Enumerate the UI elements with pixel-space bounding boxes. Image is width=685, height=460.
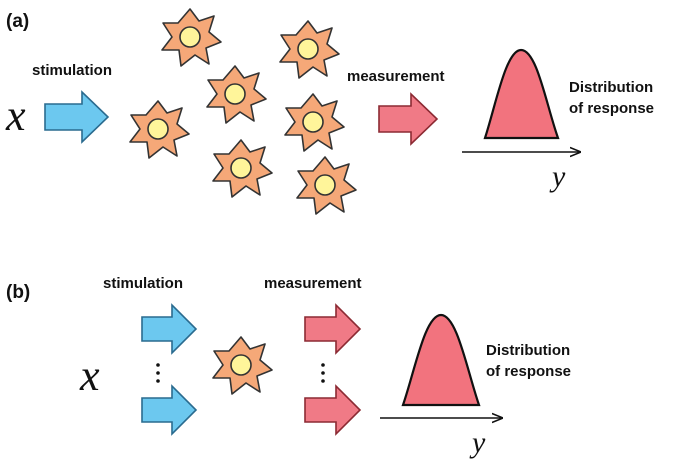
ellipsis-icon-b-stimulation [156, 363, 160, 383]
distribution-label-line2-b: of response [486, 363, 571, 380]
cell-icon [206, 65, 267, 124]
ellipsis-icon-b-measurement [321, 363, 325, 383]
response-distribution-curve-a [483, 48, 560, 140]
cell-population-a [129, 8, 357, 215]
cell-icon [212, 139, 273, 198]
single-cell-icon [212, 336, 273, 395]
panel-a-label: (a) [6, 11, 29, 32]
measurement-arrow-icon-b-top [304, 303, 362, 355]
measurement-label-b: measurement [264, 275, 362, 292]
response-distribution-curve-b [401, 313, 481, 407]
cell-icon [161, 8, 222, 67]
stimulation-arrow-icon-b-top [141, 303, 198, 355]
cell-icon [129, 100, 190, 159]
stimulation-arrow-icon-a [44, 90, 110, 144]
distribution-label-line2-a: of response [569, 100, 654, 117]
stimulation-label-b: stimulation [103, 275, 183, 292]
measurement-label-a: measurement [347, 68, 445, 85]
measurement-arrow-icon-a [378, 92, 439, 146]
input-variable-x-b: x [79, 351, 100, 400]
cell-icon [296, 156, 357, 215]
output-variable-y-b: y [469, 426, 486, 459]
panel-a: (a) stimulation x measurement y Distribu… [5, 8, 654, 215]
cell-icon [279, 20, 340, 79]
stimulation-label-a: stimulation [32, 62, 112, 79]
distribution-label-line1-a: Distribution [569, 79, 653, 96]
distribution-label-line1-b: Distribution [486, 342, 570, 359]
input-variable-x-a: x [5, 91, 26, 140]
cell-icon [284, 93, 345, 152]
stimulation-arrow-icon-b-bottom [141, 384, 198, 436]
panel-b-label: (b) [6, 282, 30, 303]
measurement-arrow-icon-b-bottom [304, 384, 362, 436]
panel-b: (b) stimulation x measurement y Distribu… [6, 275, 571, 459]
output-variable-y-a: y [549, 160, 566, 193]
